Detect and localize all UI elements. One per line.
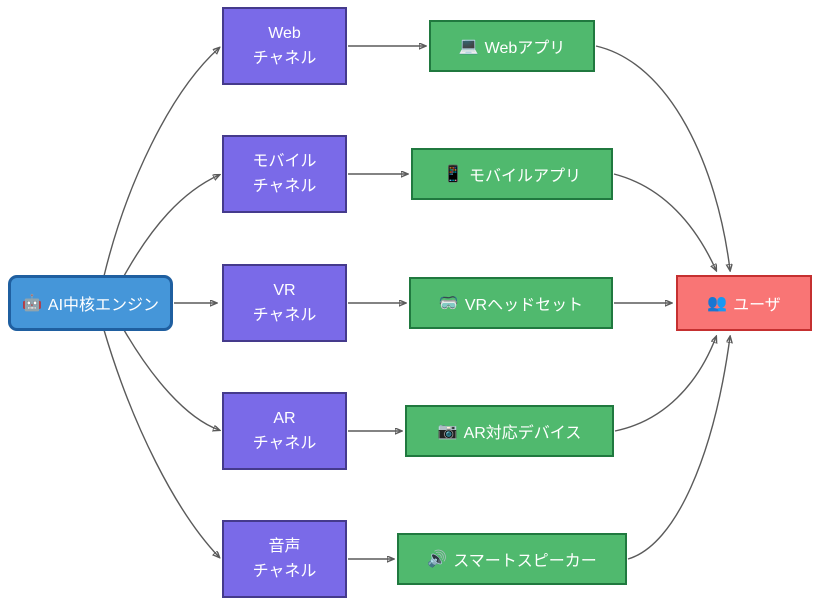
channel-mobile-line2: チャネル bbox=[252, 178, 317, 195]
channel-web-line2: チャネル bbox=[252, 50, 317, 67]
channel-node-ar: AR チャネル bbox=[222, 392, 347, 470]
core-engine-node: 🤖 AI中核エンジン bbox=[8, 275, 173, 331]
edge-core-to-mobile-channel bbox=[123, 175, 219, 277]
user-label: ユーザ bbox=[733, 297, 781, 314]
device-node-mobile-app: 📱 モバイルアプリ bbox=[411, 148, 613, 200]
device-mobile-app-label: モバイルアプリ bbox=[468, 168, 581, 185]
core-engine-label: AI中核エンジン bbox=[47, 297, 160, 314]
vr-goggles-icon: 🥽 bbox=[438, 295, 459, 312]
edge-ar-device-to-user bbox=[614, 337, 716, 432]
channel-ar-line1: AR bbox=[273, 410, 296, 427]
device-smart-speaker-label: スマートスピーカー bbox=[453, 553, 597, 570]
smartphone-icon: 📱 bbox=[443, 166, 463, 183]
channel-mobile-line1: モバイル bbox=[252, 153, 317, 170]
edge-core-to-voice-channel bbox=[103, 329, 219, 557]
channel-node-web: Web チャネル bbox=[222, 7, 347, 85]
device-ar-device-label: AR対応デバイス bbox=[463, 425, 582, 442]
channel-vr-line2: チャネル bbox=[252, 307, 317, 324]
channel-vr-line1: VR bbox=[273, 282, 296, 299]
speaker-icon: 🔊 bbox=[427, 551, 448, 568]
user-node: 👥 ユーザ bbox=[676, 275, 812, 331]
edge-core-to-web-channel bbox=[103, 48, 219, 277]
device-node-web-app: 💻 Webアプリ bbox=[429, 20, 595, 72]
device-web-app-label: Webアプリ bbox=[484, 40, 566, 57]
edge-smart-speaker-to-user bbox=[627, 337, 730, 560]
channel-voice-line2: チャネル bbox=[252, 563, 317, 580]
channel-voice-line1: 音声 bbox=[268, 538, 301, 555]
robot-icon: 🤖 bbox=[21, 295, 42, 312]
edge-core-to-ar-channel bbox=[123, 329, 219, 430]
device-node-ar-device: 📷 AR対応デバイス bbox=[405, 405, 614, 457]
device-node-vr-headset: 🥽 VRヘッドセット bbox=[409, 277, 613, 329]
users-icon: 👥 bbox=[707, 295, 728, 312]
edge-mobile-app-to-user bbox=[613, 173, 716, 270]
laptop-icon: 💻 bbox=[458, 38, 479, 55]
camera-icon: 📷 bbox=[437, 423, 458, 440]
device-node-smart-speaker: 🔊 スマートスピーカー bbox=[397, 533, 627, 585]
channel-node-mobile: モバイル チャネル bbox=[222, 135, 347, 213]
channel-node-vr: VR チャネル bbox=[222, 264, 347, 342]
edge-web-app-to-user bbox=[595, 45, 730, 270]
device-vr-headset-label: VRヘッドセット bbox=[464, 297, 584, 314]
channel-ar-line2: チャネル bbox=[252, 435, 317, 452]
channel-web-line1: Web bbox=[268, 25, 301, 42]
channel-node-voice: 音声 チャネル bbox=[222, 520, 347, 598]
